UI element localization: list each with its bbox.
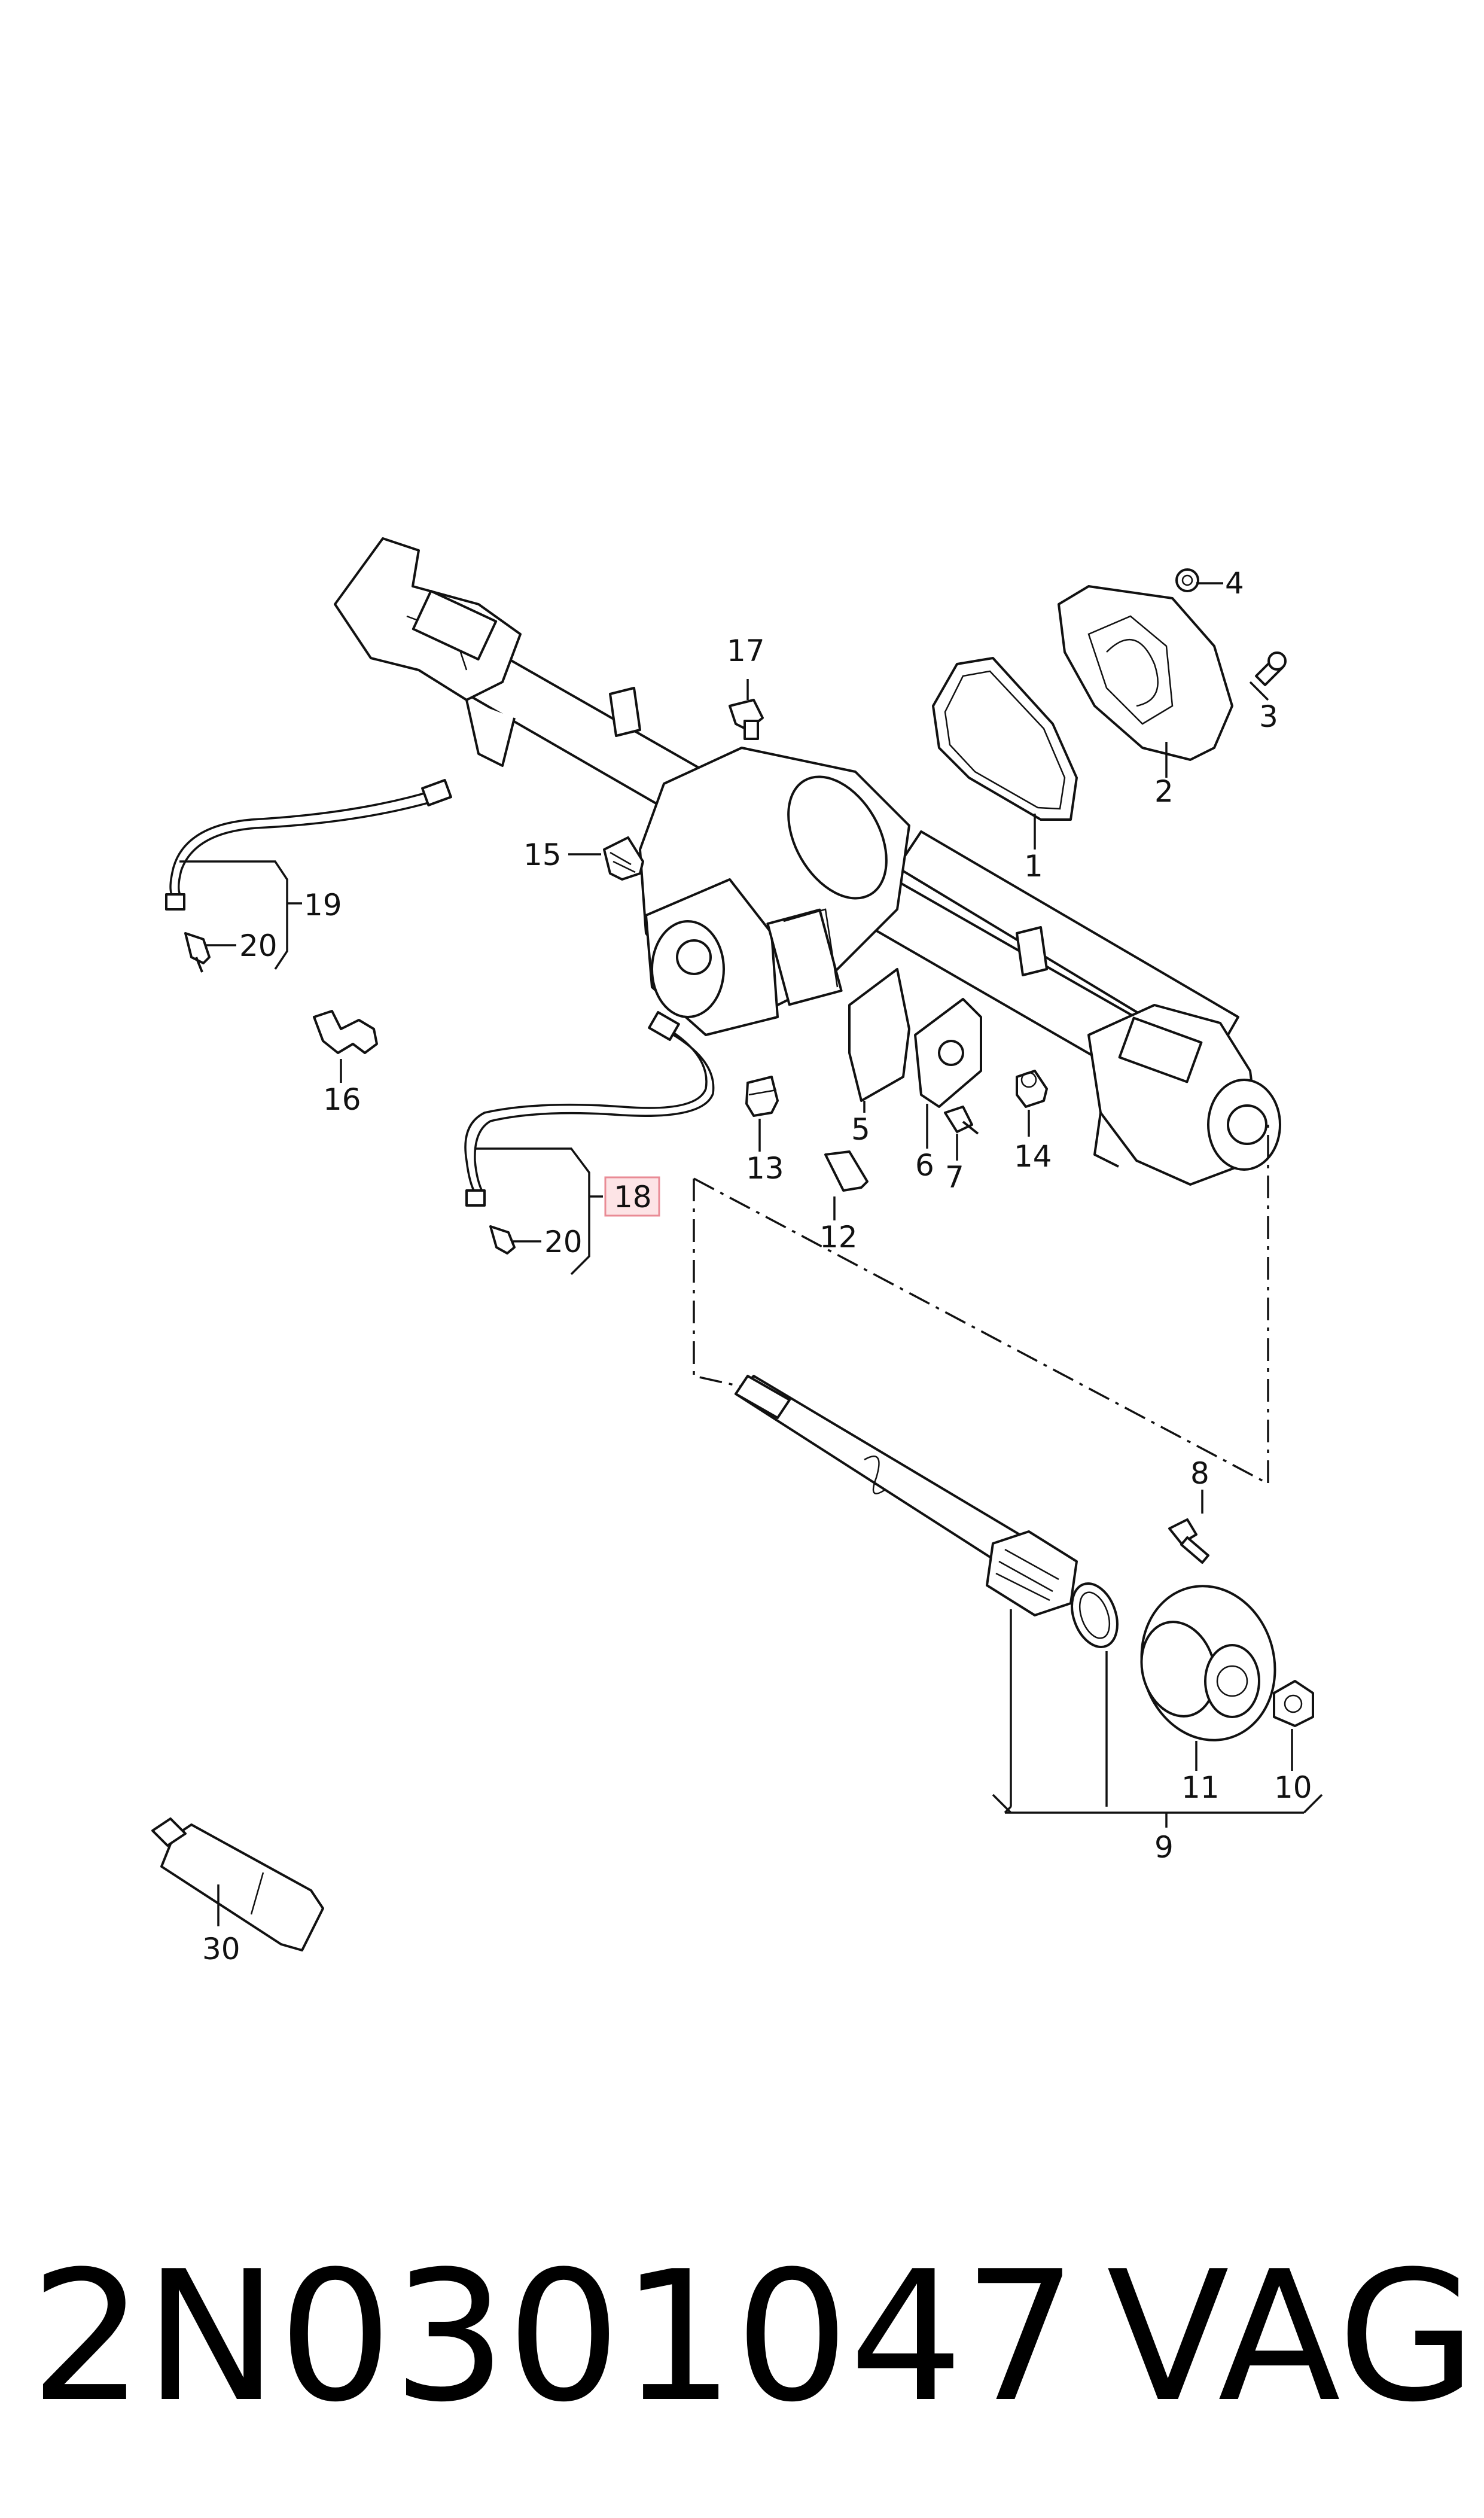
plug-14: [1016, 1070, 1048, 1108]
callout-9: 9: [1154, 1830, 1174, 1865]
callout-8: 8: [1190, 1456, 1209, 1491]
cable-18: [464, 1011, 715, 1255]
callout-2: 2: [1154, 774, 1174, 809]
callout-30: 30: [202, 1932, 240, 1966]
callout-19: 19: [304, 888, 342, 922]
plug-13: [745, 1076, 779, 1117]
breather-17: [729, 699, 764, 740]
part-number: 2N0301047: [30, 2233, 1077, 2441]
gasket-5: [848, 968, 910, 1102]
axle-housing: [334, 537, 1281, 1186]
nut-10: [1273, 1680, 1314, 1727]
callout-20b: 20: [544, 1225, 583, 1259]
callout-11: 11: [1181, 1770, 1220, 1805]
callout-18: 18: [614, 1180, 652, 1214]
callout-3: 3: [1259, 699, 1278, 734]
plug-15: [603, 836, 644, 881]
callout-4: 4: [1225, 566, 1244, 601]
brand-label: VAG: [1107, 2233, 1476, 2441]
cable-19: [165, 779, 452, 973]
bolt-3: [1255, 651, 1287, 686]
callout-15: 15: [523, 838, 562, 872]
callout-6: 6: [915, 1148, 934, 1183]
bolt-4: [1175, 568, 1199, 592]
callout-18-highlight: [604, 1176, 660, 1217]
drive-shaft: [735, 1375, 1078, 1616]
callout-5: 5: [851, 1112, 870, 1147]
assembly-boundary: [693, 1125, 1269, 1485]
seal-ring: [1071, 1582, 1119, 1649]
callout-10: 10: [1274, 1770, 1312, 1805]
callout-1: 1: [1024, 849, 1043, 884]
grease-tube-30: [151, 1817, 324, 1951]
callout-7: 7: [945, 1160, 964, 1195]
callout-20a: 20: [239, 928, 278, 963]
callout-12: 12: [819, 1220, 858, 1255]
clip-16: [313, 1010, 378, 1054]
bolt-8: [1168, 1518, 1209, 1564]
leader-lines: [179, 582, 1323, 1926]
wheel-hub-11: [1140, 1585, 1276, 1741]
bolt-7: [944, 1106, 979, 1135]
callout-17: 17: [727, 634, 765, 668]
plate-6: [914, 998, 982, 1108]
cover-2: [1058, 585, 1233, 761]
callout-14: 14: [1014, 1139, 1052, 1174]
callout-16: 16: [323, 1082, 361, 1117]
pin-12: [824, 1150, 869, 1192]
callout-13: 13: [746, 1151, 784, 1186]
gasket-1: [932, 657, 1078, 821]
callouts: 1 2 3 4 5 6 7 8 9 10 11 12 13 14 15 16 1…: [202, 566, 1312, 1966]
